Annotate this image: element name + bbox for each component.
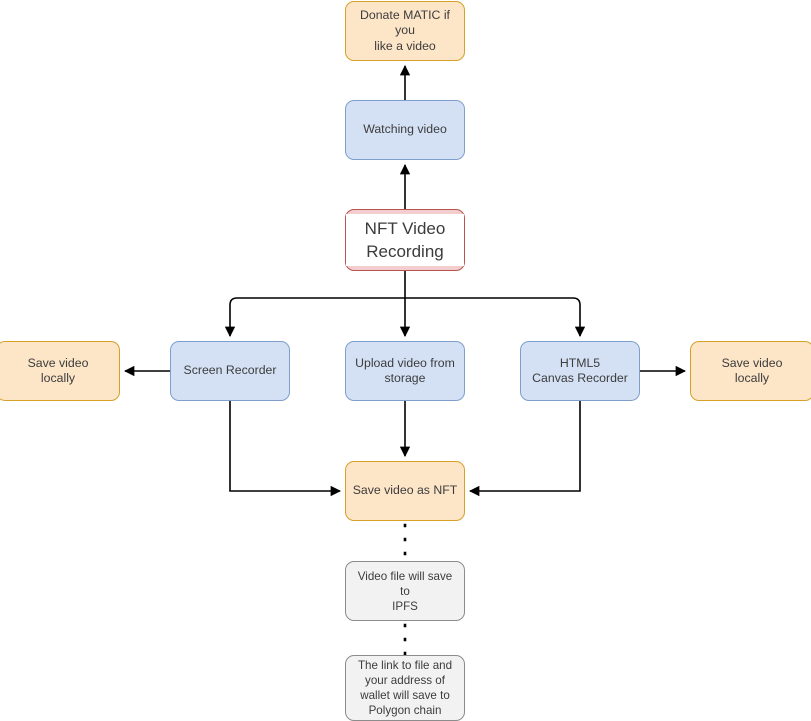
edge-nft-to-html5 (405, 297, 586, 338)
edge-nft-to-screen-recorder (224, 297, 405, 338)
node-label: Save video locally (721, 355, 783, 386)
node-save-video-locally-left[interactable]: Save video locally (0, 341, 120, 401)
node-save-video-as-nft[interactable]: Save video as NFT (345, 461, 465, 521)
node-label: The link to file and your address of wal… (357, 659, 453, 717)
edge-html5-to-save-nft (468, 401, 581, 497)
node-donate-matic[interactable]: Donate MATIC if you like a video (345, 1, 465, 61)
node-save-video-locally-right[interactable]: Save video locally (690, 341, 811, 401)
node-label: Screen Recorder (183, 363, 277, 378)
node-upload-video-from-storage[interactable]: Upload video from storage (345, 341, 465, 401)
node-label: Upload video from storage (355, 355, 455, 386)
node-label: Donate MATIC if you like a video (360, 7, 450, 53)
node-label: HTML5 Canvas Recorder (532, 355, 628, 386)
node-link-polygon-chain[interactable]: The link to file and your address of wal… (345, 655, 465, 721)
node-watching-video[interactable]: Watching video (345, 100, 465, 160)
node-title-band: NFT Video Recording (346, 214, 464, 266)
node-nft-video-recording[interactable]: NFT Video Recording (345, 209, 465, 271)
node-video-file-ipfs[interactable]: Video file will save to IPFS (345, 561, 465, 621)
node-label: Video file will save to IPFS (357, 569, 453, 613)
node-label: NFT Video Recording (364, 219, 446, 261)
node-label: Save video locally (27, 355, 89, 386)
node-screen-recorder[interactable]: Screen Recorder (170, 341, 290, 401)
node-html5-canvas-recorder[interactable]: HTML5 Canvas Recorder (520, 341, 640, 401)
node-label: Save video as NFT (352, 483, 458, 498)
edge-screen-recorder-to-save-nft (229, 401, 342, 497)
node-label: Watching video (363, 122, 447, 137)
